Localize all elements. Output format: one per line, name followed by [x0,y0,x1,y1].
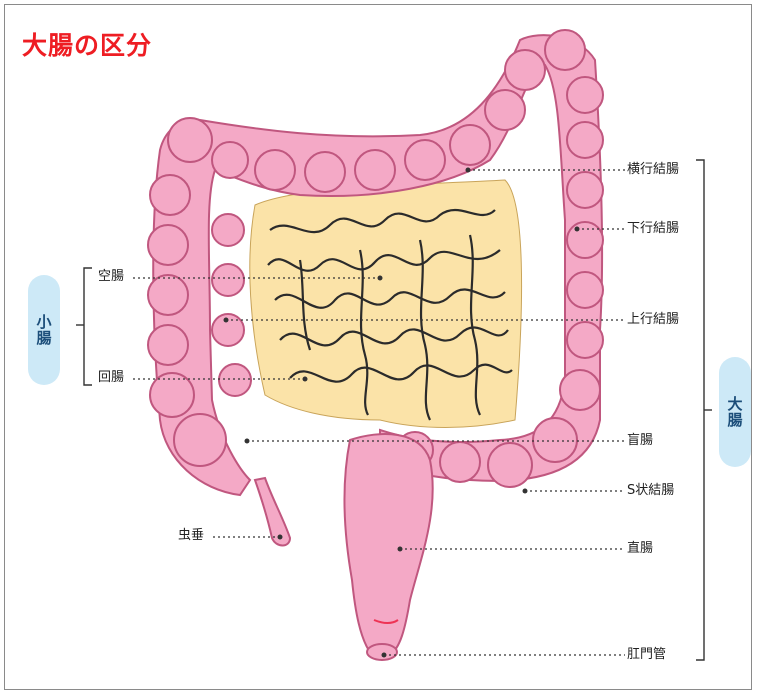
large-intestine-pill: 大腸 [719,357,751,467]
label-descending-colon: 下行結腸 [627,221,679,237]
large-intestine-label: 大腸 [725,396,746,428]
label-appendix: 虫垂 [178,528,204,544]
label-ascending-colon: 上行結腸 [627,312,679,328]
large-intestine-bracket [696,160,712,660]
label-transverse-colon: 横行結腸 [627,162,679,178]
label-jejunum: 空腸 [98,269,124,285]
small-intestine-bracket [76,268,92,385]
label-cecum: 盲腸 [627,433,653,449]
small-intestine-pill: 小腸 [28,275,60,385]
small-intestine-label: 小腸 [34,314,55,346]
label-ileum: 回腸 [98,370,124,386]
label-rectum: 直腸 [627,541,653,557]
label-anal-canal: 肛門管 [627,647,666,663]
label-sigmoid-colon: S状結腸 [627,483,674,499]
